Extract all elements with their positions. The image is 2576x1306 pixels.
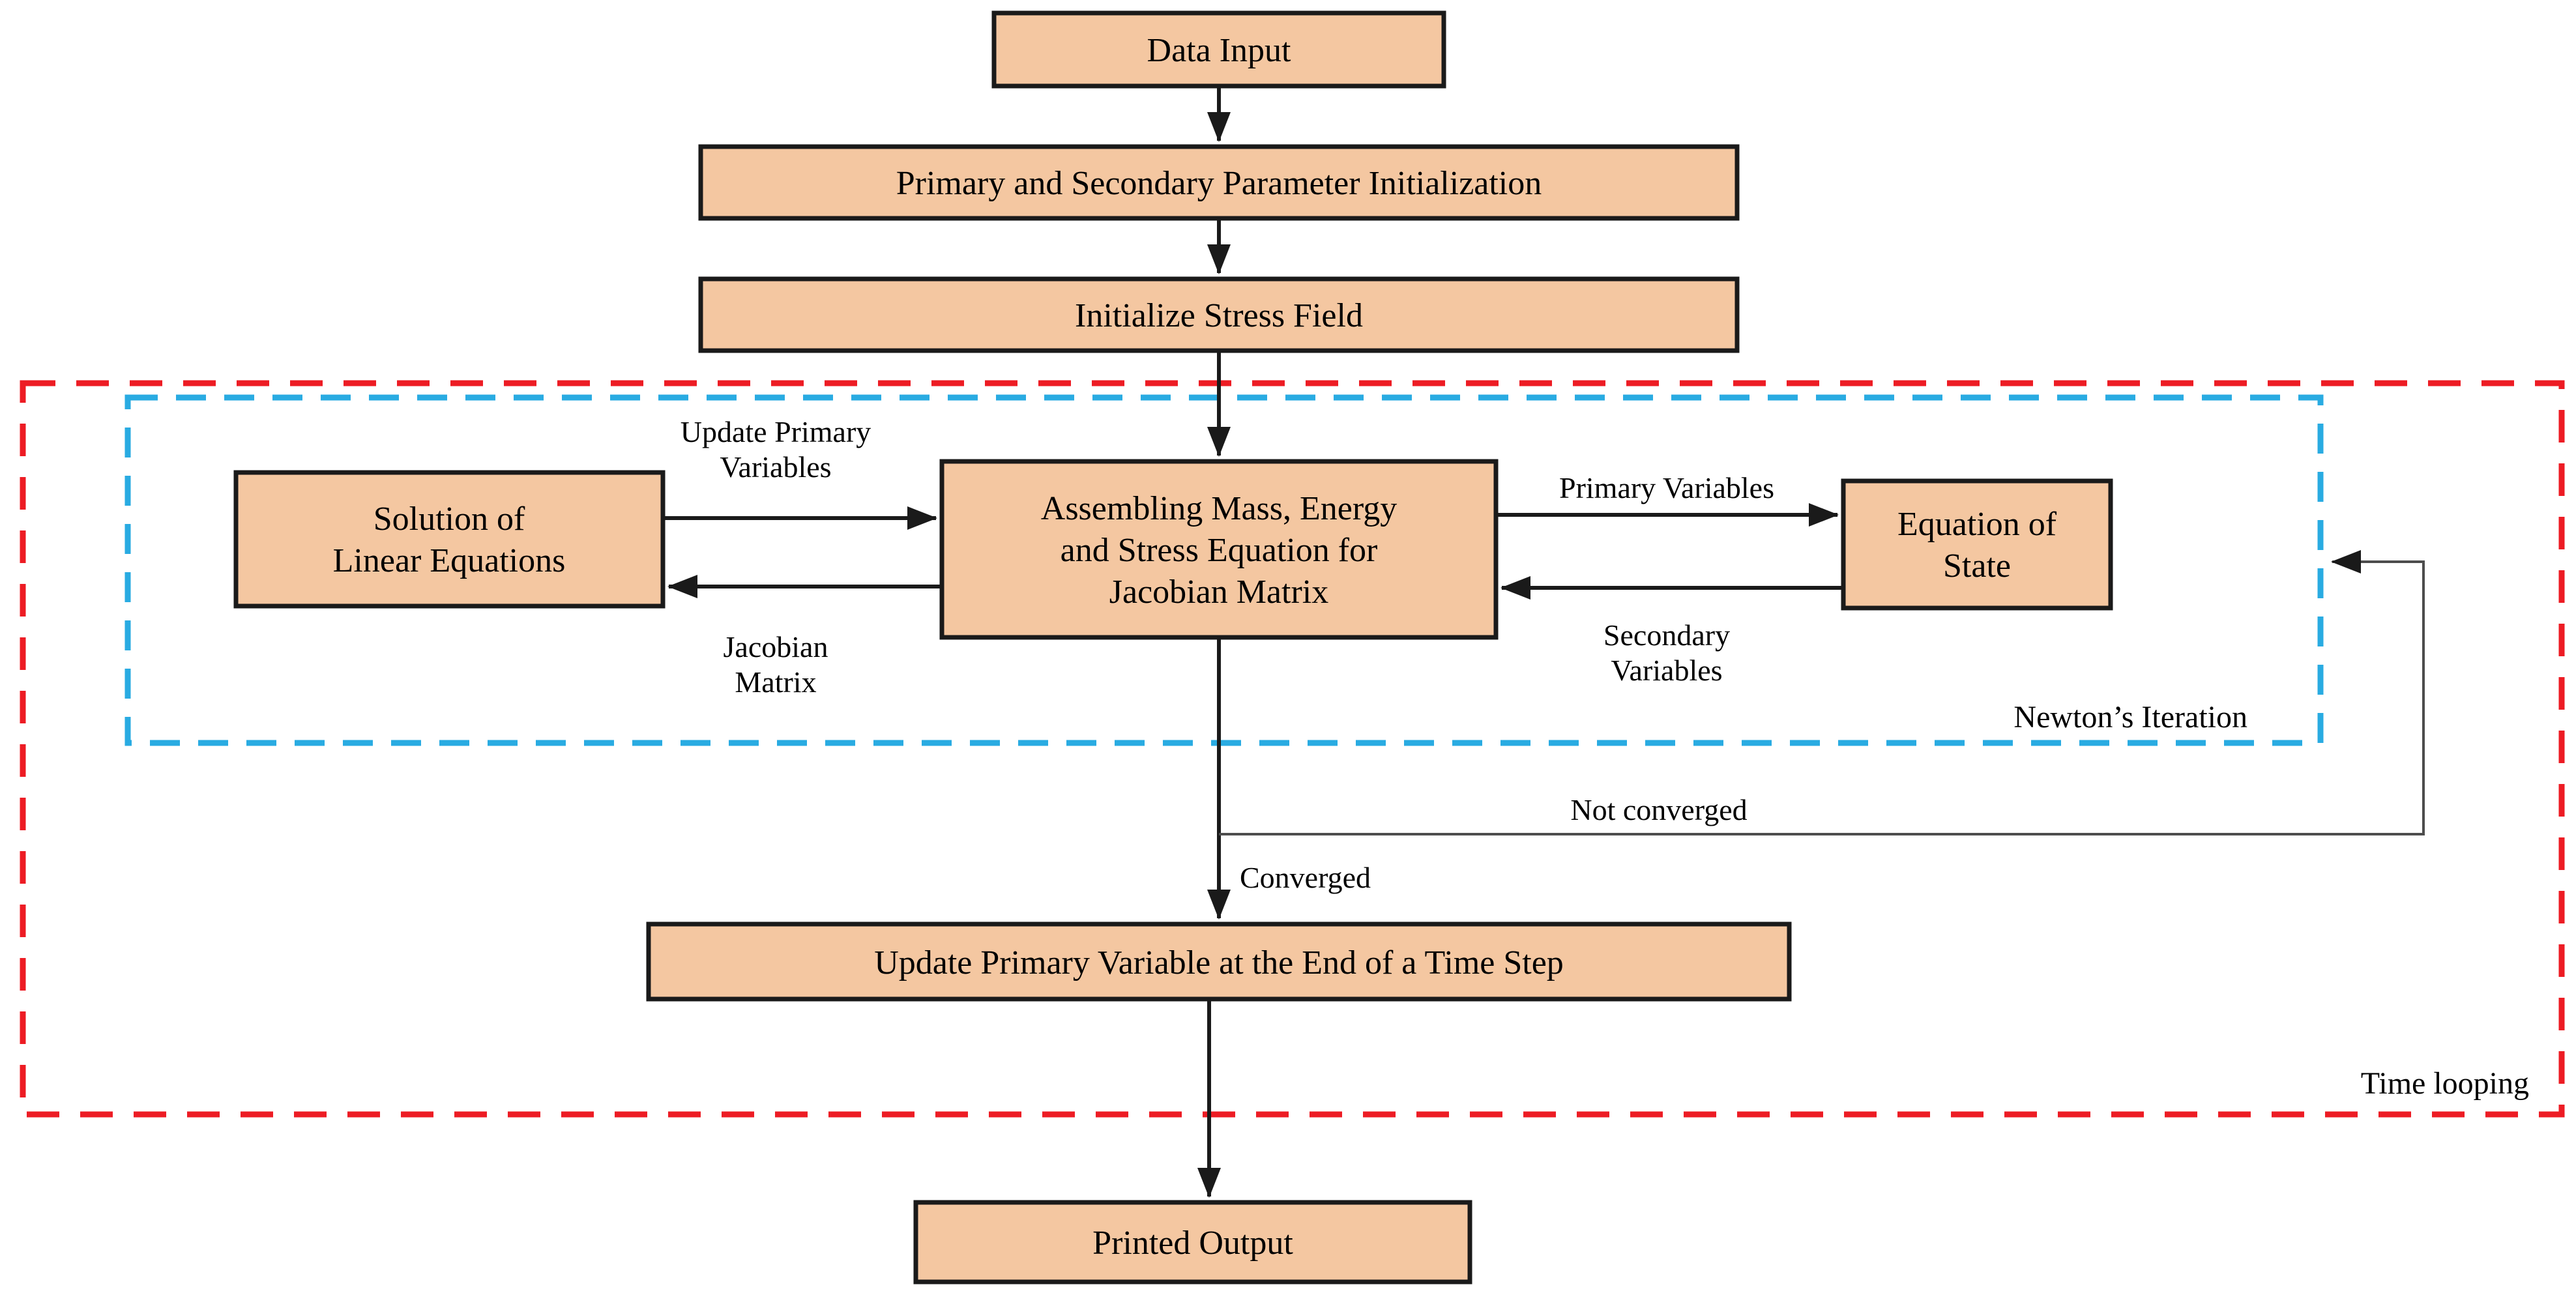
assembling-box <box>939 459 1499 640</box>
solution-label-line2: Linear Equations <box>333 542 566 579</box>
time-looping-region <box>20 380 2565 1118</box>
solution-label-line1: Solution of <box>373 501 525 538</box>
assembling-label-line3: Jacobian Matrix <box>1109 573 1328 611</box>
jacobian-matrix-label-line1: Jacobian <box>724 630 828 663</box>
param-init-box <box>698 144 1740 221</box>
assembling-label-line2: and Stress Equation for <box>1061 532 1378 569</box>
secondary-variables-label-line2: Variables <box>1611 654 1722 687</box>
node-assembling-equations: Assembling Mass, Energy and Stress Equat… <box>939 459 1499 640</box>
not-converged-label: Not converged <box>1570 793 1747 826</box>
update-box <box>646 921 1792 1002</box>
data-input-box <box>991 10 1446 89</box>
jacobian-matrix-label-line2: Matrix <box>735 665 816 699</box>
eos-label-line1: Equation of <box>1897 506 2057 543</box>
solution-box <box>233 470 666 609</box>
node-equation-of-state: Equation of State <box>1841 478 2113 611</box>
converged-label: Converged <box>1240 861 1371 894</box>
node-update-primary-variable: Update Primary Variable at the End of a … <box>646 921 1792 1002</box>
eos-label-line2: State <box>1943 547 2011 585</box>
init-stress-label: Initialize Stress Field <box>1075 297 1363 334</box>
param-init-label: Primary and Secondary Parameter Initiali… <box>896 165 1542 202</box>
newton-iteration-label: Newton’s Iteration <box>2013 700 2247 734</box>
time-looping-label: Time looping <box>2361 1066 2529 1101</box>
node-init-stress: Initialize Stress Field <box>698 276 1740 353</box>
assembling-label-line1: Assembling Mass, Energy <box>1041 490 1397 527</box>
printed-label: Printed Output <box>1092 1225 1293 1262</box>
newton-iteration-region <box>124 394 2324 746</box>
node-printed-output: Printed Output <box>913 1200 1472 1284</box>
update-label: Update Primary Variable at the End of a … <box>874 944 1564 981</box>
eos-box <box>1841 478 2113 611</box>
arrow-not-converged-feedback <box>1219 550 2425 835</box>
data-input-label: Data Input <box>1147 32 1291 69</box>
node-solution-of-linear-equations: Solution of Linear Equations <box>233 470 666 609</box>
update-primary-variables-label-line1: Update Primary <box>681 415 871 448</box>
node-param-init: Primary and Secondary Parameter Initiali… <box>698 144 1740 221</box>
primary-variables-label: Primary Variables <box>1559 471 1774 504</box>
update-primary-variables-label-line2: Variables <box>720 450 831 484</box>
secondary-variables-label-line1: Secondary <box>1603 618 1730 652</box>
node-data-input: Data Input <box>991 10 1446 89</box>
printed-box <box>913 1200 1472 1284</box>
init-stress-box <box>698 276 1740 353</box>
